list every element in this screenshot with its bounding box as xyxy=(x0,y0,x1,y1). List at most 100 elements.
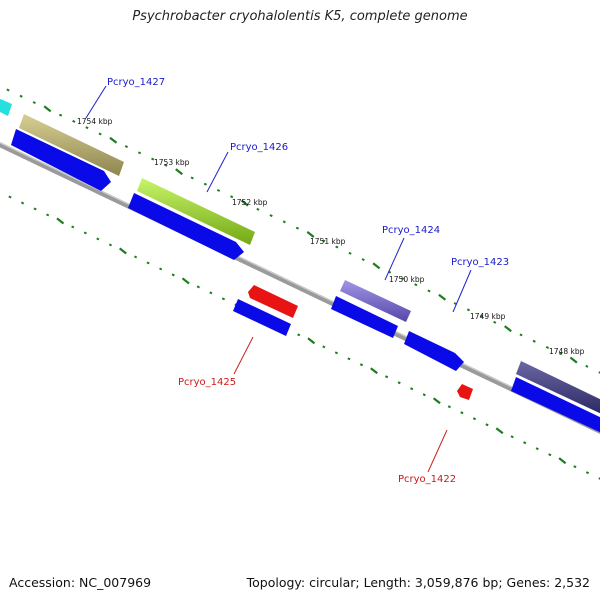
scale-label: 1749 kbp xyxy=(470,312,506,321)
scale-tick xyxy=(181,277,190,285)
scale-tick xyxy=(306,231,315,238)
scale-tick xyxy=(335,245,339,249)
feature-bar-olive xyxy=(19,114,124,176)
scale-tick xyxy=(523,441,527,445)
scale-tick xyxy=(479,314,484,318)
scale-tick xyxy=(535,447,539,451)
gene-label-pcryo-1424[interactable]: Pcryo_1424 xyxy=(382,225,440,236)
scale-tick xyxy=(203,182,207,186)
scale-tick xyxy=(472,417,477,421)
scale-track-inner xyxy=(8,195,600,480)
scale-tick xyxy=(598,477,600,480)
scale-tick xyxy=(151,157,155,161)
gene-label-pcryo-1422[interactable]: Pcryo_1422 xyxy=(398,474,456,485)
scale-label: 1748 kbp xyxy=(549,347,585,356)
scale-tick xyxy=(598,371,600,374)
scale-tick xyxy=(230,195,234,199)
label-leaders xyxy=(85,85,472,473)
scale-tick xyxy=(438,293,447,301)
scale-tick xyxy=(33,207,37,211)
scale-tick xyxy=(485,423,489,427)
cds-reverse-track xyxy=(248,285,473,400)
cds-arrow-reverse xyxy=(248,285,298,318)
gene-label-pcryo-1427[interactable]: Pcryo_1427 xyxy=(107,77,165,88)
scale-tick xyxy=(137,151,142,155)
feature-labels: Pcryo_1427 Pcryo_1426 Pcryo_1425 Pcryo_1… xyxy=(107,77,509,485)
scale-tick xyxy=(495,427,504,435)
scale-tick xyxy=(322,345,326,349)
scale-tick xyxy=(221,297,226,301)
scale-tick xyxy=(307,337,316,345)
scale-tick xyxy=(216,188,221,192)
scale-tick xyxy=(585,471,590,475)
scale-tick xyxy=(282,220,286,224)
scale-tick xyxy=(85,126,89,130)
scale-tick xyxy=(545,346,550,349)
scale-tick xyxy=(8,195,12,199)
scale-labels: 1754 kbp 1753 kbp 1752 kbp 1751 kbp 1750… xyxy=(77,117,585,356)
scale-tick xyxy=(569,356,578,364)
scale-tick xyxy=(256,207,260,211)
scale-tick xyxy=(133,255,138,259)
scale-tick xyxy=(427,289,431,293)
scale-tick xyxy=(347,357,351,361)
cds-arrow-forward xyxy=(11,129,111,191)
scale-tick xyxy=(447,405,451,409)
cds-arrow-forward xyxy=(233,299,291,336)
scale-tick xyxy=(370,367,378,375)
scale-tick xyxy=(190,176,194,180)
scale-tick xyxy=(361,258,365,262)
scale-tick xyxy=(108,243,113,247)
scale-tick xyxy=(397,381,401,385)
scale-tick xyxy=(384,375,389,379)
scale-tick xyxy=(510,435,514,439)
scale-tick xyxy=(32,101,36,105)
scale-track-outer xyxy=(6,88,600,374)
genome-backbone xyxy=(0,142,600,434)
scale-tick xyxy=(58,113,63,117)
scale-tick xyxy=(72,119,76,123)
scale-tick xyxy=(269,214,273,218)
scale-tick xyxy=(422,393,426,397)
cds-arrow-forward xyxy=(511,377,600,433)
scale-tick xyxy=(504,325,512,333)
scale-tick xyxy=(410,387,414,391)
genome-summary-text: Topology: circular; Length: 3,059,876 bp… xyxy=(246,575,590,590)
scale-tick xyxy=(159,267,163,271)
feature-track xyxy=(0,98,600,414)
scale-tick xyxy=(164,163,168,167)
scale-tick xyxy=(96,237,100,241)
feature-bar-violet xyxy=(340,280,411,322)
scale-tick xyxy=(372,262,381,270)
scale-tick xyxy=(466,308,471,312)
scale-tick xyxy=(334,351,339,355)
cds-arrow-forward xyxy=(404,331,464,371)
gene-label-pcryo-1426[interactable]: Pcryo_1426 xyxy=(230,142,288,153)
scale-tick xyxy=(6,88,10,92)
gene-label-pcryo-1423[interactable]: Pcryo_1423 xyxy=(451,257,509,268)
scale-tick xyxy=(175,168,183,176)
scale-tick xyxy=(119,247,127,255)
scale-tick xyxy=(43,105,52,113)
scale-tick xyxy=(359,363,364,367)
scale-tick xyxy=(240,199,249,207)
scale-tick xyxy=(98,132,102,136)
cds-arrow-reverse xyxy=(457,384,473,400)
scale-tick xyxy=(19,94,23,98)
scale-tick xyxy=(558,352,563,356)
gene-label-pcryo-1425[interactable]: Pcryo_1425 xyxy=(178,377,236,388)
scale-tick xyxy=(348,251,352,255)
scale-tick xyxy=(573,465,577,469)
scale-tick xyxy=(548,453,552,457)
cds-arrow-forward xyxy=(128,193,244,260)
scale-tick xyxy=(297,333,301,337)
scale-tick xyxy=(196,285,200,289)
cds-arrow-forward xyxy=(331,296,398,338)
scale-label: 1752 kbp xyxy=(232,198,268,207)
scale-label: 1754 kbp xyxy=(77,117,113,126)
scale-tick xyxy=(109,136,118,144)
accession-text: Accession: NC_007969 xyxy=(9,575,152,590)
feature-bar-lime xyxy=(137,178,255,245)
scale-tick xyxy=(295,226,300,230)
